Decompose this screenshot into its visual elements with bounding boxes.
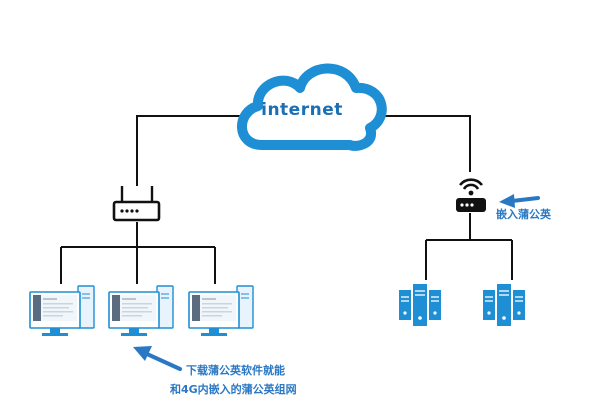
cloud-icon <box>237 63 387 151</box>
pointer-arrow-icon <box>499 194 540 208</box>
embedded-annotation: 嵌入蒲公英 <box>496 208 551 221</box>
cloud-label: internet <box>261 100 343 120</box>
router-icon <box>112 186 161 222</box>
desktop-computer-icon <box>108 285 174 337</box>
pointer-arrow-icon <box>133 346 182 371</box>
link-cloud-to-wifi-router <box>362 115 471 172</box>
connection-lines <box>60 115 513 284</box>
desktop-computer-icon <box>29 285 95 337</box>
desktop-computer-icon <box>188 285 254 337</box>
server-rack-icon <box>398 283 442 327</box>
download-annotation-line-2: 和4G内嵌入的蒲公英组网 <box>170 383 297 396</box>
wifi-router-icon <box>456 178 486 212</box>
server-rack-icon <box>482 283 526 327</box>
download-annotation-line-1: 下载蒲公英软件就能 <box>186 364 285 377</box>
link-cloud-to-router <box>136 115 250 186</box>
